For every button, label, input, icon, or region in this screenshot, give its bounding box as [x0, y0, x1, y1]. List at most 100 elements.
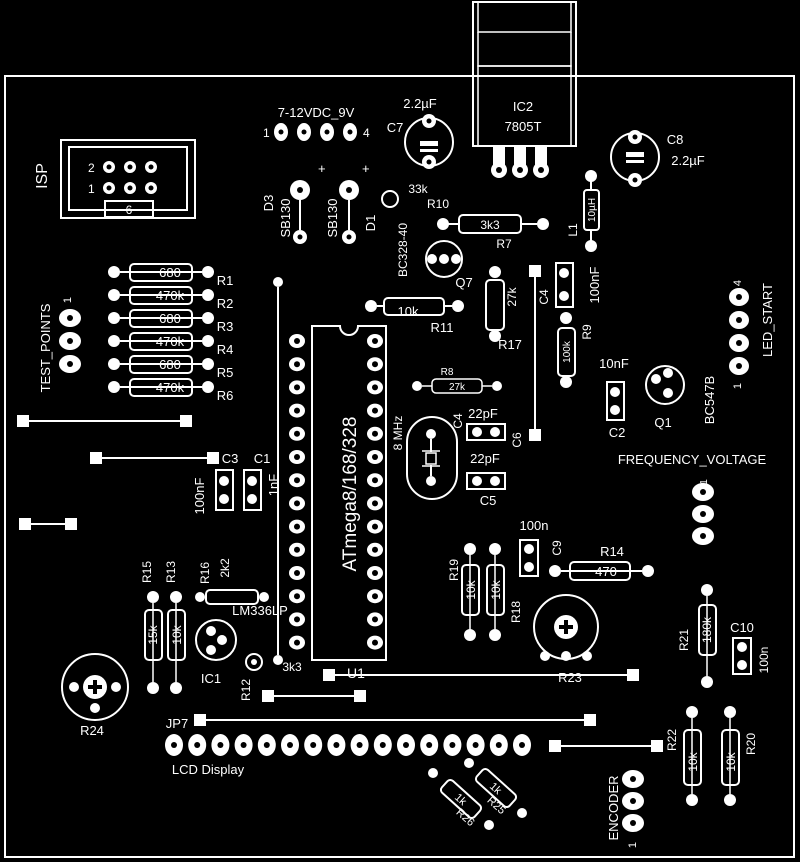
r17-value: 27k: [505, 286, 519, 306]
led-start-header: 4 1 LED_START: [729, 280, 775, 389]
r15-value: 15k: [146, 624, 160, 644]
q7-name: Q7: [455, 275, 472, 290]
test-points-label: TEST_POINTS: [38, 303, 53, 392]
led-start-pin1: 1: [732, 383, 744, 389]
jp7-pins: [165, 734, 531, 756]
r24-name: R24: [80, 723, 104, 738]
r17-name: R17: [498, 337, 522, 352]
r15-resistor: 15k R15: [140, 561, 163, 694]
r15-name: R15: [140, 561, 154, 583]
r19-name: R19: [447, 559, 461, 581]
r21-resistor: 180k R21: [677, 584, 717, 688]
u1-pin-hole: [372, 454, 378, 460]
r18-name: R18: [509, 601, 523, 623]
c4-name: C4: [537, 289, 551, 305]
u1-pin-hole: [372, 616, 378, 623]
u1-pin-hole: [372, 477, 378, 484]
lcd-pin-hole: [495, 742, 502, 748]
wire-jumpers: [17, 265, 663, 752]
l1-inductor: 10µH L1: [566, 170, 600, 252]
lcd-pin-hole: [519, 742, 525, 748]
r23-name: R23: [558, 670, 582, 685]
r10-value: 33k: [408, 182, 428, 196]
r11-value: 10k: [398, 304, 419, 319]
r11-name: R11: [431, 320, 454, 335]
isp-title: ISP: [34, 163, 51, 189]
frequency-voltage-header: FREQUENCY_VOLTAGE 1: [618, 452, 766, 545]
r24-trimmer: R24: [61, 653, 129, 738]
lcd-pin-hole: [194, 742, 201, 748]
resistor-bank-r3: 680 R3: [108, 309, 233, 334]
c1-value: 1nF: [266, 474, 281, 496]
r4-name: R4: [217, 342, 234, 357]
ic1-part: LM336LP: [232, 603, 288, 618]
u1-pin-hole: [294, 454, 300, 460]
crystal-value: 8 MHz: [391, 416, 405, 451]
c9-value: 100n: [520, 518, 549, 533]
resistor-bank-r2: 470k R2: [108, 286, 233, 311]
u1-pin-hole: [372, 500, 378, 507]
u1-pin-hole: [372, 639, 378, 646]
lcd-pin-hole: [263, 742, 270, 748]
u1-part: ATmega8/168/328: [340, 417, 361, 572]
r1-value: 680: [159, 265, 181, 280]
u1-pin-hole: [294, 546, 300, 553]
power-pin4: 4: [363, 126, 370, 140]
r7-value: 3k3: [480, 218, 500, 232]
r14-resistor: 470 R14: [549, 544, 654, 581]
r23-trimmer: R23: [533, 594, 599, 685]
u1-pin-hole: [294, 523, 300, 530]
c3-name: C3: [222, 451, 239, 466]
c4b-value: 22pF: [468, 406, 498, 421]
jp7-lcd-header: JP7 LCD Display: [165, 716, 531, 777]
c8-value: 2.2µF: [671, 153, 705, 168]
c9-name: C9: [550, 540, 564, 556]
c4-capacitor: C4 100nF: [537, 262, 602, 308]
isp-key: 6: [126, 203, 133, 217]
r13-value: 10k: [170, 624, 184, 644]
l1-name: L1: [566, 223, 580, 237]
jp7-name: JP7: [166, 716, 188, 731]
frequency-voltage-pin1: 1: [699, 479, 710, 485]
u1-pin-hole: [294, 616, 300, 623]
ic1-name: IC1: [201, 671, 221, 686]
isp-header: 6 2 1 ISP: [34, 139, 196, 219]
u1-pin-hole: [294, 384, 300, 391]
r6-value: 470k: [156, 380, 185, 395]
c10-value: 100n: [757, 647, 771, 674]
c2-value: 10nF: [599, 356, 629, 371]
u1-microcontroller: ATmega8/168/328 U1: [289, 325, 387, 681]
lcd-pin-hole: [333, 742, 340, 748]
r20-name: R20: [744, 733, 758, 755]
r9-value: 100k: [562, 340, 573, 363]
u1-pin-hole: [294, 500, 300, 507]
resistor-bank-r5: 680 R5: [108, 355, 234, 380]
u1-pin-hole: [372, 570, 378, 576]
r8-value: 27k: [449, 382, 466, 393]
u1-pin-hole: [294, 430, 300, 437]
c4b-capacitor: 22pF C4: [451, 406, 506, 441]
c4-value: 100nF: [587, 267, 602, 304]
u1-pin-hole: [372, 361, 378, 368]
r19-value: 10k: [464, 579, 478, 599]
r16-resistor: R16 2k2: [195, 558, 269, 605]
resistor-bank: 680 R1 470k R2 680 R3 470k R4: [108, 263, 234, 403]
r3-value: 680: [159, 311, 181, 326]
lcd-pin-hole: [449, 742, 456, 748]
c2-capacitor: 10nF C2: [599, 356, 629, 440]
r18-value: 10k: [489, 579, 503, 599]
u1-pin-hole: [372, 523, 378, 530]
r5-value: 680: [159, 357, 181, 372]
r5-name: R5: [217, 365, 234, 380]
r9-resistor: 100k R9: [557, 312, 594, 388]
jp7-label: LCD Display: [172, 762, 245, 777]
isp-pin2-label: 2: [88, 161, 95, 175]
r22-value: 10k: [686, 751, 700, 771]
r13-name: R13: [164, 561, 178, 583]
lcd-pin-hole: [403, 742, 409, 748]
c9-capacitor: 100n C9: [519, 518, 564, 577]
lcd-pin-hole: [240, 742, 247, 748]
isp-pin1-label: 1: [88, 182, 95, 196]
c8-name: C8: [667, 132, 684, 147]
resistor-bank-r1: 680 R1: [108, 263, 233, 288]
